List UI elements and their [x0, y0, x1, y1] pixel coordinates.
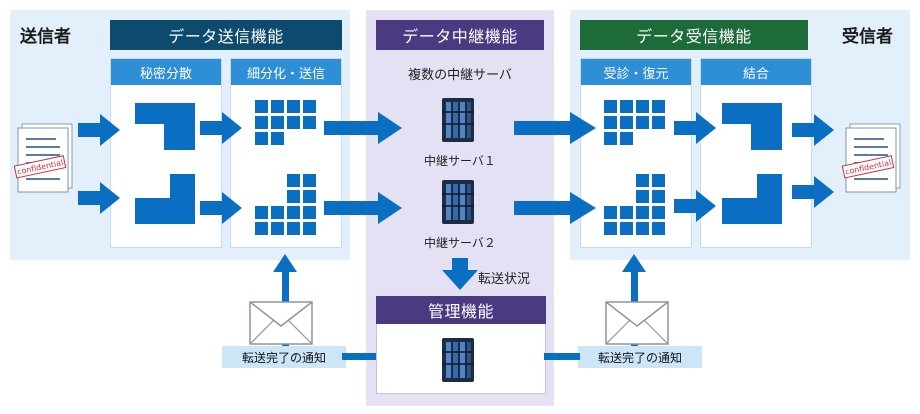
fragment-cell	[652, 222, 665, 235]
fragment-cell	[287, 116, 300, 129]
fragment-cell	[636, 116, 649, 129]
fragment-cell	[287, 222, 300, 235]
fragment-cell	[255, 100, 268, 113]
fragment-cell	[287, 206, 300, 219]
combine-header: 結合	[701, 59, 811, 85]
fragment-cell	[271, 132, 284, 145]
fragment-cell	[271, 100, 284, 113]
fragment-cell	[271, 116, 284, 129]
combine-bottom-icon	[722, 174, 782, 224]
completion-notice-left: 転送完了の通知	[222, 346, 346, 368]
fragment-send-column	[230, 58, 342, 248]
fragment-cell	[604, 222, 617, 235]
fragment-cell	[271, 206, 284, 219]
fragment-cell	[303, 116, 316, 129]
mail-icon-right	[605, 301, 669, 345]
fragment-cell	[255, 116, 268, 129]
fragment-cell	[620, 206, 633, 219]
fragment-cell	[255, 132, 268, 145]
combine-top-icon	[722, 103, 782, 150]
fragment-cell	[620, 222, 633, 235]
secret-sharing-header: 秘密分散	[111, 59, 221, 85]
fragment-cell	[620, 132, 633, 145]
fragment-grid-bottom-receive	[604, 174, 665, 235]
management-header: 管理機能	[376, 296, 546, 324]
fragment-cell	[620, 100, 633, 113]
fragment-cell	[620, 116, 633, 129]
fragment-cell	[271, 222, 284, 235]
fragment-cell	[652, 116, 665, 129]
fragment-cell	[287, 190, 300, 203]
fragment-cell	[604, 206, 617, 219]
fragment-cell	[303, 190, 316, 203]
fragment-cell	[604, 132, 617, 145]
fragment-cell	[652, 100, 665, 113]
fragment-cell	[652, 174, 665, 187]
secret-share-top-icon	[135, 103, 195, 150]
send-function-header: データ送信機能	[110, 20, 342, 50]
sender-title: 送信者	[20, 27, 71, 47]
fragment-cell	[604, 116, 617, 129]
receiver-title: 受信者	[842, 27, 893, 47]
fragment-cell	[604, 100, 617, 113]
receive-function-header: データ受信機能	[580, 20, 808, 50]
relay-server-1-label: 中継サーバ１	[424, 154, 496, 168]
fragment-cell	[303, 206, 316, 219]
fragment-cell	[636, 190, 649, 203]
relay-server-2-label: 中継サーバ２	[424, 236, 496, 250]
relay-servers-subtitle: 複数の中継サーバ	[408, 68, 512, 83]
relay-server-1-icon	[441, 97, 475, 143]
relay-function-header: データ中継機能	[376, 20, 544, 50]
fragment-cell	[287, 100, 300, 113]
fragment-cell	[255, 222, 268, 235]
fragment-cell	[636, 100, 649, 113]
mail-icon-left	[249, 301, 313, 345]
fragment-cell	[255, 206, 268, 219]
receiver-document-icon: confidential	[841, 123, 901, 193]
fragment-cell	[303, 100, 316, 113]
fragment-cell	[636, 206, 649, 219]
flow-arrows	[78, 112, 834, 290]
fragment-cell	[303, 174, 316, 187]
relay-server-2-icon	[441, 179, 475, 225]
fragment-cell	[652, 190, 665, 203]
fragment-cell	[303, 222, 316, 235]
fragment-cell	[636, 222, 649, 235]
fragment-cell	[636, 174, 649, 187]
transfer-status-label: 転送状況	[478, 272, 531, 287]
secret-share-bottom-icon	[135, 174, 195, 224]
management-server-icon	[441, 337, 475, 383]
fragment-cell	[287, 174, 300, 187]
fragment-grid-top-receive	[604, 100, 665, 145]
fragment-grid-bottom-send	[255, 174, 316, 235]
sender-document-icon: confidential	[13, 123, 73, 193]
fragment-grid-top-send	[255, 100, 316, 145]
fragment-cell	[652, 206, 665, 219]
fragment-send-header: 細分化・送信	[231, 59, 341, 85]
completion-notice-right: 転送完了の通知	[578, 346, 702, 368]
receive-restore-header: 受診・復元	[581, 59, 691, 85]
